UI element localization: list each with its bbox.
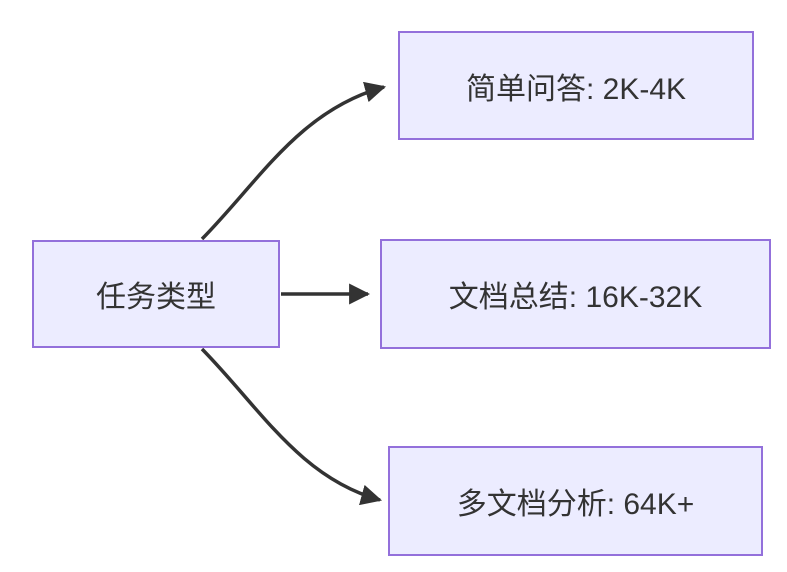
node-task-type: 任务类型 [32, 240, 280, 348]
edge-root-to-qa [200, 81, 387, 241]
node-multi-doc-analysis: 多文档分析: 64K+ [388, 446, 763, 556]
node-doc-summary-label: 文档总结: 16K-32K [448, 281, 703, 314]
node-simple-qa-label: 简单问答: 2K-4K [465, 72, 687, 106]
node-multi-doc-analysis-label: 多文档分析: 64K+ [456, 488, 695, 521]
node-simple-qa: 简单问答: 2K-4K [398, 31, 754, 140]
node-task-type-label: 任务类型 [96, 281, 216, 314]
edge-root-to-multi [200, 347, 383, 506]
node-doc-summary: 文档总结: 16K-32K [380, 239, 771, 349]
